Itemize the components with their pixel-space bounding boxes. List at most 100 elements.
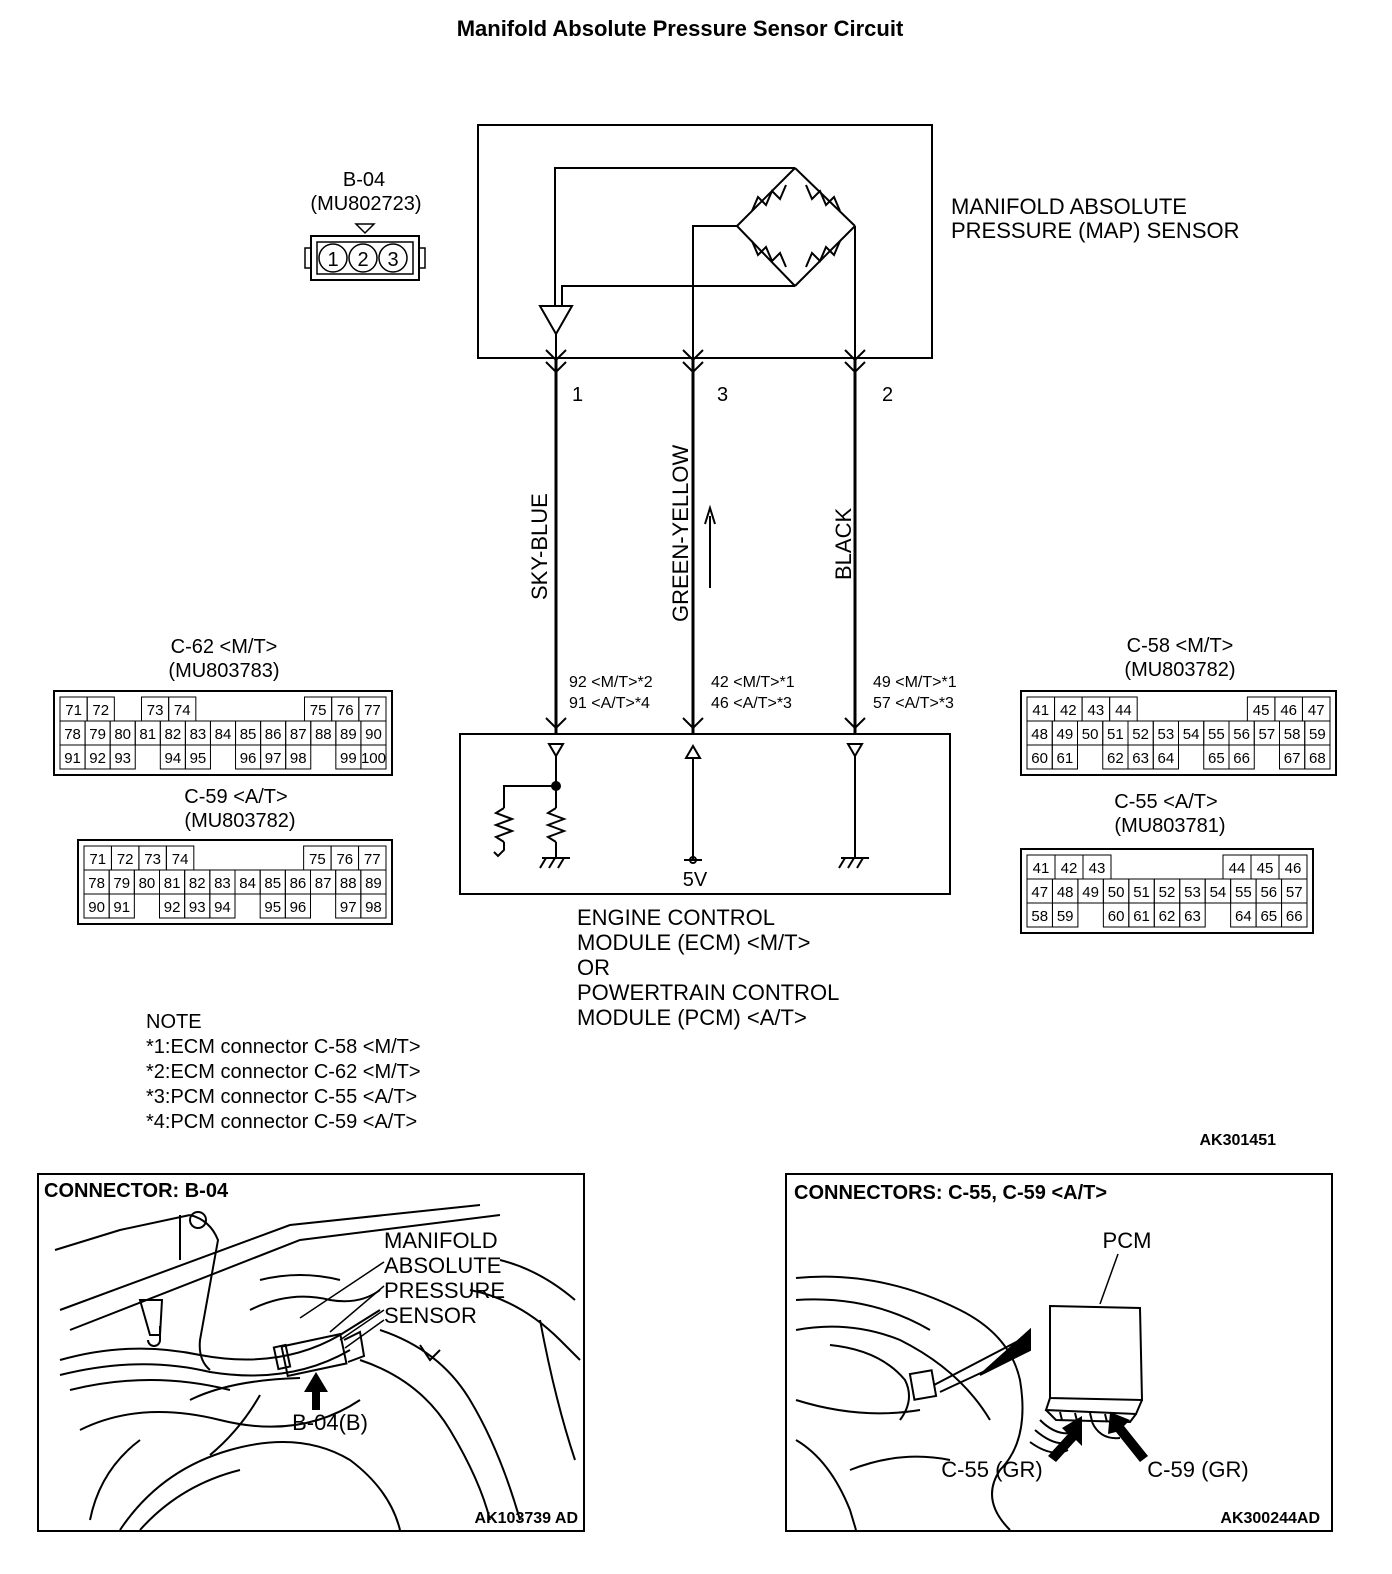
c59-pin-label: 86 (290, 875, 307, 892)
c55-pin-label: 53 (1184, 884, 1201, 901)
notes: NOTE *1:ECM connector C-58 <M/T> *2:ECM … (146, 1011, 421, 1133)
c59-pin-label: 93 (189, 899, 206, 916)
c58-pin-label: 48 (1031, 726, 1048, 743)
terminal-pin3-at: 46 <A/T>*3 (711, 695, 792, 712)
c59-pin-label: 90 (88, 899, 105, 916)
c62-pin-label: 81 (139, 726, 156, 743)
svg-text:OR: OR (577, 955, 610, 980)
c62-pin-label: 93 (114, 750, 131, 767)
c62-pin-cell (285, 744, 312, 770)
c59-pin-label: 79 (113, 875, 130, 892)
page-title: Manifold Absolute Pressure Sensor Circui… (457, 16, 904, 41)
c55-pin-label: 44 (1229, 860, 1246, 877)
c58-pin-label: 50 (1082, 726, 1099, 743)
c62-pin-label: 92 (89, 750, 106, 767)
svg-text:ABSOLUTE: ABSOLUTE (384, 1253, 501, 1278)
terminal-pin2-at: 57 <A/T>*3 (873, 695, 954, 712)
c58-pin-cell (1228, 744, 1255, 770)
callout-arrow-c59-icon (1108, 1412, 1148, 1462)
c59-pin-label: 71 (89, 851, 106, 868)
c58-pin-cell (1304, 744, 1331, 770)
c55-pin-label: 52 (1159, 884, 1176, 901)
c58-part: (MU803782) (1124, 659, 1235, 681)
c62-pin-label: 71 (65, 702, 82, 719)
terminal-pin1-mt: 92 <M/T>*2 (569, 674, 653, 691)
c58-pin-label: 60 (1031, 750, 1048, 767)
c62-pin-label: 80 (114, 726, 131, 743)
b04-connector-icon: B-04 (MU802723) 1 2 3 (304, 169, 426, 281)
panel-left-sensor-label: MANIFOLD ABSOLUTE PRESSURE SENSOR (384, 1228, 505, 1328)
panel-left-title: CONNECTOR: B-04 (44, 1180, 229, 1202)
c62-pin-label: 77 (364, 702, 381, 719)
c62-pin-label: 96 (240, 750, 257, 767)
c58-pin-label: 45 (1253, 702, 1270, 719)
wire-harness (545, 349, 866, 734)
c62-pin-label: 94 (165, 750, 182, 767)
c59-pin-label: 76 (336, 851, 353, 868)
c62-pin-label: 73 (147, 702, 164, 719)
callout-arrow-icon (304, 1372, 328, 1410)
c58-pin-label: 64 (1158, 750, 1175, 767)
c55-pin-label: 48 (1057, 884, 1074, 901)
c59-pin-label: 95 (264, 899, 281, 916)
panel-right-callout-c55: C-55 (GR) (941, 1457, 1042, 1482)
c59-pin-label: 88 (340, 875, 357, 892)
c62-pin-label: 98 (290, 750, 307, 767)
c58-pin-label: 67 (1284, 750, 1301, 767)
panel-connector-b04: CONNECTOR: B-04 (37, 1173, 585, 1532)
svg-text:ENGINE CONTROL: ENGINE CONTROL (577, 905, 775, 930)
c59-pin-label: 73 (144, 851, 161, 868)
c58-pin-label: 47 (1308, 702, 1325, 719)
c58-pin-label: 56 (1233, 726, 1250, 743)
c59-pin-label: 89 (365, 875, 382, 892)
engine-bay-illustration (54, 1204, 581, 1531)
c55-pin-label: 66 (1286, 908, 1303, 925)
c58-pin-label: 52 (1132, 726, 1149, 743)
panel-right-code: AK300244AD (1220, 1510, 1320, 1527)
c59-pin-label: 72 (117, 851, 134, 868)
c58-pin-label: 68 (1309, 750, 1326, 767)
c55-pin-label: 50 (1108, 884, 1125, 901)
svg-text:PRESSURE: PRESSURE (384, 1278, 505, 1303)
wire-pin-1: 1 (572, 384, 583, 406)
c58-pin-label: 49 (1057, 726, 1074, 743)
figure-code-top: AK301451 (1200, 1132, 1277, 1149)
c55-pin-cell (1179, 902, 1206, 928)
c55-pin-label: 57 (1286, 884, 1303, 901)
note-4: *4:PCM connector C-59 <A/T> (146, 1111, 417, 1133)
c59-pin-label: 74 (172, 851, 189, 868)
c58-pin-label: 57 (1259, 726, 1276, 743)
c59-pin-cell (209, 893, 236, 919)
c58-pin-label: 58 (1284, 726, 1301, 743)
notes-heading: NOTE (146, 1011, 202, 1033)
c58-pin-label: 51 (1107, 726, 1124, 743)
wire-color-green-yellow: GREEN-YELLOW (668, 445, 693, 622)
c59-pin-label: 77 (364, 851, 381, 868)
svg-text:MANIFOLD: MANIFOLD (384, 1228, 498, 1253)
c62-pin-label: 99 (340, 750, 357, 767)
c55-pin-label: 51 (1133, 884, 1150, 901)
c62-pin-label: 83 (190, 726, 207, 743)
c62-pin-label: 97 (265, 750, 282, 767)
terminal-pin1-at: 91 <A/T>*4 (569, 695, 650, 712)
c59-pin-label: 91 (113, 899, 130, 916)
dashboard-illustration (795, 1275, 1144, 1531)
c58-pin-label: 59 (1309, 726, 1326, 743)
c59-pin-label: 82 (189, 875, 206, 892)
c62-pin-label: 72 (92, 702, 109, 719)
c59-pin-label: 83 (214, 875, 231, 892)
c55-pin-label: 62 (1159, 908, 1176, 925)
map-sensor-label-line2: PRESSURE (MAP) SENSOR (951, 218, 1240, 243)
c58-pin-label: 42 (1060, 702, 1077, 719)
c55-pin-label: 61 (1133, 908, 1150, 925)
c55-pin-cell (1051, 902, 1079, 928)
c58-pin-label: 46 (1280, 702, 1297, 719)
callout-arrow-c55-icon (1048, 1416, 1082, 1462)
c59-pin-label: 96 (290, 899, 307, 916)
terminal-pin2-mt: 49 <M/T>*1 (873, 674, 957, 691)
c59-pin-label: 97 (340, 899, 357, 916)
wire-pin-2: 2 (882, 384, 893, 406)
c55-housing (1020, 848, 1314, 934)
c55-pin-label: 47 (1031, 884, 1048, 901)
